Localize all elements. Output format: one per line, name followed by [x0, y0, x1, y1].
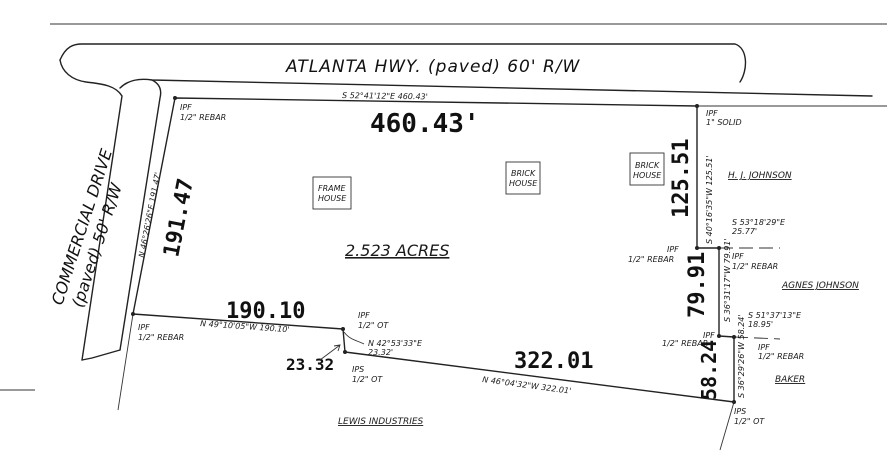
hand-dist-east-bottom: 58.24 [697, 340, 721, 400]
pin-jog2b-label-2: 1/2" REBAR [758, 352, 804, 361]
corner-pins [131, 96, 736, 404]
brick-house-1-outline [505, 161, 541, 195]
brick-house-2-label-1: BRICK [635, 161, 660, 170]
tract-area: 2.523 ACRES [345, 241, 449, 260]
bearing-jog-2: S 51°37'13"E [748, 311, 802, 320]
commercial-drive-west-edge [81, 349, 121, 361]
atlanta-hwy-north-edge [59, 43, 747, 83]
pin-jog2a [717, 334, 721, 338]
neighbor-baker: BAKER [775, 375, 805, 385]
pin-jog1b [717, 246, 721, 250]
bearing-small-jog: N 42°53'33"E [368, 339, 423, 348]
pin-ne [695, 104, 699, 108]
pin-ips-se-label-2: 1/2" OT [734, 417, 765, 426]
south-east-extension [719, 401, 735, 451]
hand-dist-north: 460.43' [370, 109, 480, 139]
pin-ips-mid-label-2: 1/2" OT [352, 375, 383, 384]
dist-jog-2: 18.95' [748, 320, 773, 329]
pin-nw-label-1: IPF [180, 103, 192, 112]
pin-jog1a [695, 246, 699, 250]
pin-mid [341, 327, 345, 331]
bearing-east-mid: S 36°31'17"W 79.91' [723, 238, 732, 322]
brick-house-1-label-1: BRICK [511, 169, 536, 178]
bearing-east-bottom: S 36°29'26"W 58.24' [737, 314, 746, 398]
brick-house-1-label-2: HOUSE [509, 179, 538, 188]
atlanta-hwy-south-edge [119, 78, 873, 97]
pin-ips-se-label-1: IPS [734, 407, 746, 416]
pin-jog2a-label-1: IPF [703, 331, 715, 340]
pin-sw-label-2: 1/2" REBAR [138, 333, 184, 342]
pin-jog2b [732, 335, 736, 339]
pin-sw [131, 312, 135, 316]
bearing-jog-1: S 53°18'29"E [732, 218, 786, 227]
frame-house-label-2: HOUSE [318, 194, 347, 203]
bearing-north: S 52°41'12"E 460.43' [342, 91, 428, 101]
pin-se [732, 400, 736, 404]
hand-dist-south-east: 322.01 [514, 349, 593, 374]
pin-ne-label-2: 1" SOLID [706, 118, 742, 127]
pin-jog2a-label-2: 1/2" REBAR [662, 339, 708, 348]
brick-house-2-label-2: HOUSE [633, 171, 662, 180]
adjoiner-line-baker [733, 336, 781, 340]
pin-jog1b-label-2: 1/2" REBAR [732, 262, 778, 271]
bearing-south-east: N 46°04'32"W 322.01' [482, 375, 572, 396]
pin-ips-mid-label-1: IPS [352, 365, 364, 374]
hand-dist-south-west: 190.10 [226, 299, 305, 324]
brick-house-2-outline [629, 152, 665, 186]
dist-jog-1: 25.77' [732, 227, 757, 236]
hand-dist-east-mid: 79.91 [685, 252, 710, 318]
south-west-road-line [117, 313, 134, 411]
pin-ips-mid [343, 350, 347, 354]
frame-house-outline [312, 176, 352, 210]
pin-nw-label-2: 1/2" REBAR [180, 113, 226, 122]
pin-jog2b-label-1: IPF [758, 343, 770, 352]
pin-sw-label-1: IPF [138, 323, 150, 332]
hand-dist-west: 191.47 [159, 176, 199, 259]
neighbor-hj-johnson: H. J. JOHNSON [728, 171, 792, 181]
pin-jog1a-label-1: IPF [667, 245, 679, 254]
pin-ne-label-1: IPF [706, 109, 718, 118]
dist-small-jog: 23.32' [368, 348, 393, 357]
small-jog-arrow [319, 344, 341, 361]
bearing-east-top: S 40°16'35"W 125.51' [705, 155, 714, 244]
hand-dist-east-top: 125.51 [669, 139, 694, 218]
frame-house-label-1: FRAME [318, 184, 347, 193]
neighbor-agnes-johnson: AGNES JOHNSON [781, 281, 859, 291]
atlanta-hwy-label: ATLANTA HWY. (paved) 60' R/W [285, 57, 580, 77]
atlanta-hwy-west-curb [59, 59, 123, 361]
pin-jog1b-label-1: IPF [732, 252, 744, 261]
small-jog-leader [343, 331, 365, 345]
hand-dist-small-jog: 23.32 [286, 355, 334, 374]
pin-jog1a-label-2: 1/2" REBAR [628, 255, 674, 264]
pin-mid-label-2: 1/2" OT [358, 321, 389, 330]
neighbor-lewis-industries: LEWIS INDUSTRIES [338, 417, 424, 427]
commercial-drive-east-edge [119, 79, 162, 351]
pin-nw [173, 96, 177, 100]
pin-mid-label-1: IPF [358, 311, 370, 320]
